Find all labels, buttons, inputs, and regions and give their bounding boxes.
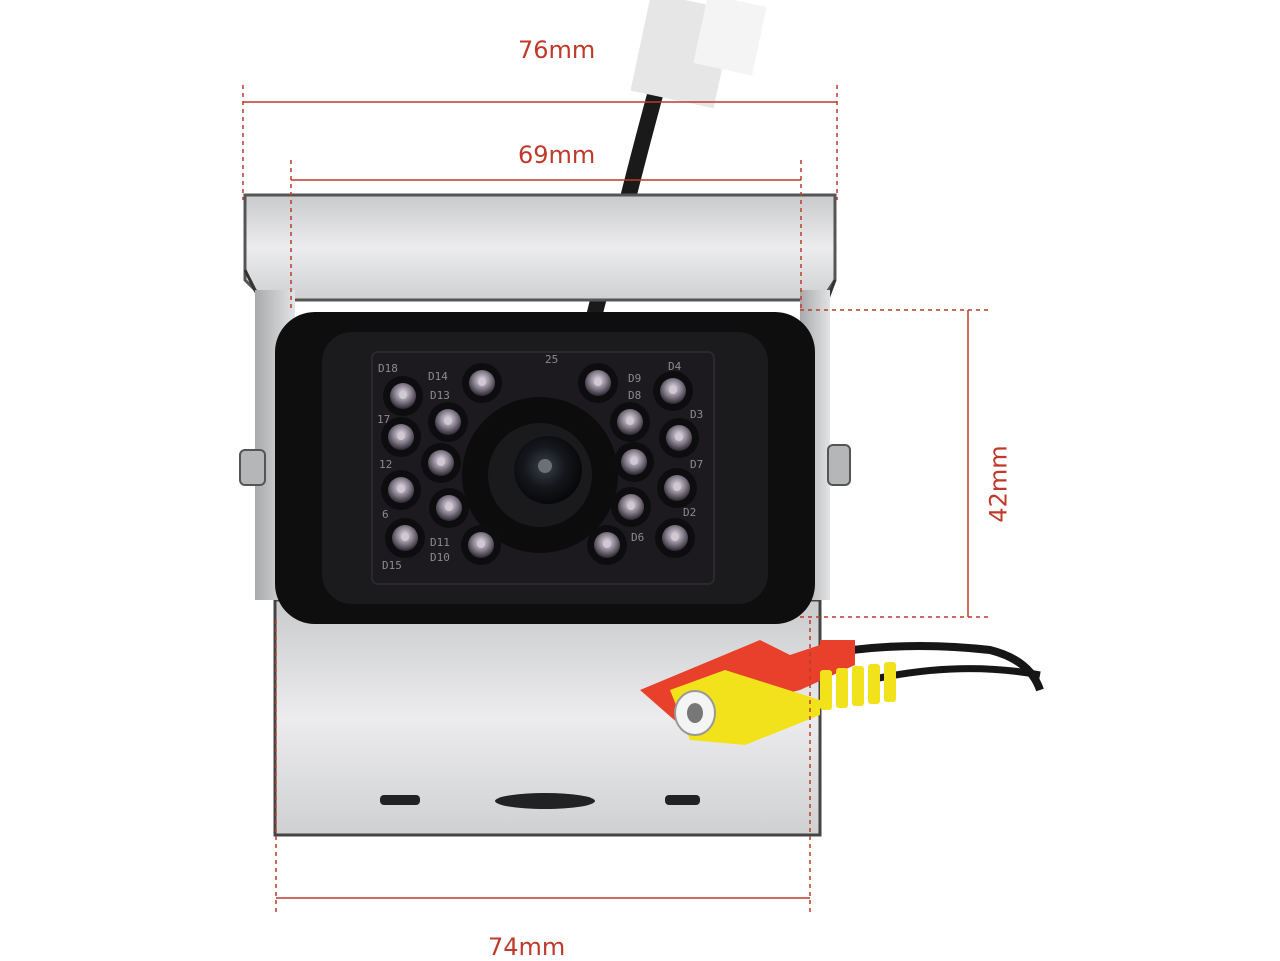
ir-led	[429, 488, 469, 528]
board-label: D14	[428, 370, 448, 383]
board-label: D10	[430, 551, 450, 564]
dimension-label-74: 74mm	[488, 933, 566, 961]
board-label: D7	[690, 458, 703, 471]
board-label: D15	[382, 559, 402, 572]
ir-led	[657, 468, 697, 508]
rca-connectors	[640, 640, 1044, 745]
ir-led	[653, 371, 693, 411]
ir-led	[462, 363, 502, 403]
ir-led	[614, 442, 654, 482]
board-label: D6	[631, 531, 644, 544]
ir-led	[610, 402, 650, 442]
ir-led	[611, 487, 651, 527]
ir-led	[587, 525, 627, 565]
ir-led	[655, 518, 695, 558]
board-label: 25	[545, 353, 558, 366]
board-label: 12	[379, 458, 392, 471]
board-label: D4	[668, 360, 682, 373]
dimension-label-42: 42mm	[984, 445, 1013, 523]
board-label: D8	[628, 389, 641, 402]
board-label: D9	[628, 372, 641, 385]
dimension-label-69: 69mm	[518, 141, 596, 169]
ir-led	[578, 363, 618, 403]
ir-led	[659, 418, 699, 458]
board-label: D2	[683, 506, 696, 519]
board-label: 17	[377, 413, 390, 426]
board-label: D3	[690, 408, 703, 421]
board-label: D18	[378, 362, 398, 375]
ir-led	[461, 525, 501, 565]
ir-led	[381, 417, 421, 457]
camera-lens	[462, 397, 618, 553]
ir-led	[385, 518, 425, 558]
ir-led	[428, 402, 468, 442]
dimension-lines	[242, 85, 990, 915]
ir-led-array	[381, 363, 699, 565]
board-label: D11	[430, 536, 450, 549]
board-label: D13	[430, 389, 450, 402]
ir-led	[383, 376, 423, 416]
ir-led	[381, 470, 421, 510]
board-label: 6	[382, 508, 389, 521]
dimension-label-76: 76mm	[518, 36, 596, 64]
ir-led	[421, 443, 461, 483]
